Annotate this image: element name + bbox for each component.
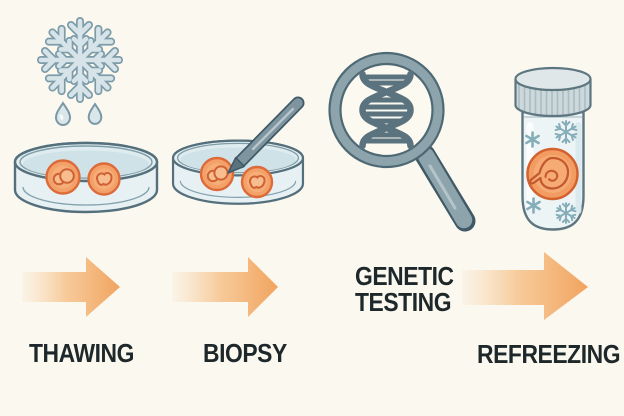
step-label-biopsy: BIOPSY: [203, 340, 287, 366]
embryo-icon: [240, 165, 274, 199]
biopsy-illustration: [171, 96, 305, 205]
thawing-illustration: [13, 8, 159, 214]
genetic-testing-illustration: [328, 51, 476, 232]
magnifier-lens: [328, 51, 445, 169]
cryovial-cap: [514, 66, 592, 118]
petri-dish-icon: [171, 139, 305, 205]
embryo-icon: [45, 159, 81, 195]
embryo-icon: [87, 162, 121, 196]
petri-dish-icon: [13, 141, 159, 214]
frozen-embryo-icon: [526, 147, 579, 201]
step-label-text-line1: GENETIC: [355, 261, 454, 291]
water-drop-icon: [87, 103, 103, 125]
biopsy-needle-icon: [227, 96, 305, 174]
dna-helix-icon: [359, 70, 414, 150]
step-label-text-line2: TESTING: [355, 287, 452, 317]
water-drop-icon: [55, 102, 71, 126]
flow-arrow-2: [172, 257, 278, 317]
step-label-text: BIOPSY: [203, 338, 287, 368]
step-label-text: REFREEZING: [477, 339, 621, 369]
flow-arrow-3: [462, 252, 588, 320]
magnifier-handle: [412, 139, 476, 232]
embryo-icon: [199, 156, 235, 192]
flow-arrow-1: [22, 257, 120, 317]
step-label-genetic-testing: GENETIC TESTING: [355, 263, 454, 315]
step-label-thawing: THAWING: [29, 340, 134, 366]
refreezing-illustration: [514, 66, 592, 231]
step-label-refreezing: REFREEZING: [477, 339, 621, 369]
snowflake-icon: [41, 21, 119, 99]
step-label-text: THAWING: [29, 338, 134, 368]
